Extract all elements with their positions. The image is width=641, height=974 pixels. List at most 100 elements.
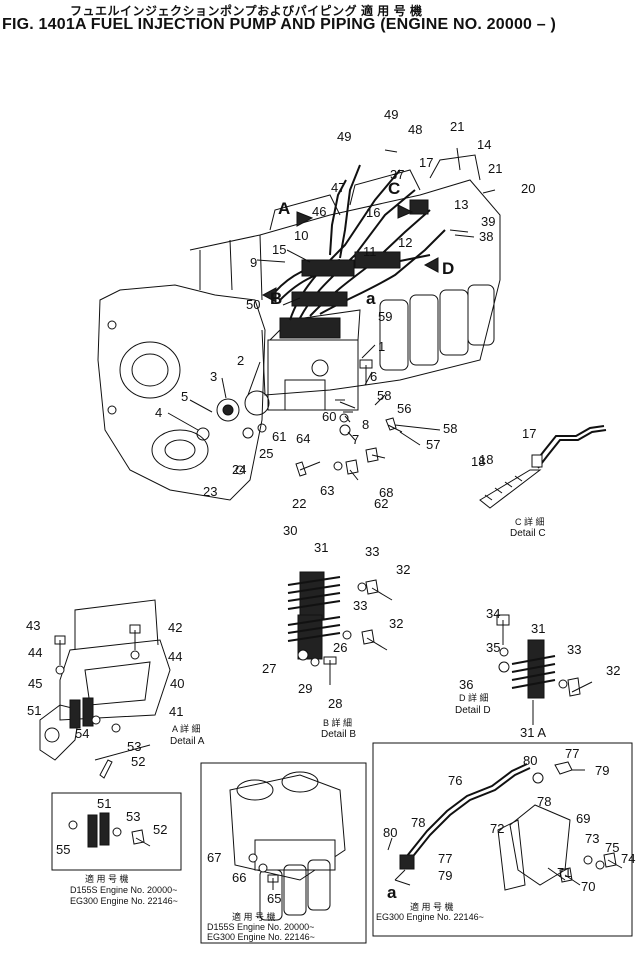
part-label: 51 [27,703,42,718]
part-label: 24 [232,462,247,477]
part-label: 15 [272,242,287,257]
part-label: 72 [490,821,505,836]
part-label: 70 [581,879,596,894]
part-label: 76 [448,773,463,788]
part-label: 57 [426,437,441,452]
detail-a-caption-jp: A 詳 細 [172,724,201,734]
part-label: 78 [537,794,552,809]
part-label: 30 [283,523,298,538]
part-label: 22 [292,496,307,511]
part-label: 9 [250,255,258,270]
box-right-illustration [387,761,623,891]
part-label: 65 [267,891,282,906]
part-label: 37 [390,167,405,182]
part-label: 31 A [520,725,547,740]
part-label: 46 [312,204,327,219]
part-label: 50 [246,297,261,312]
detail-c-illustration [479,425,607,509]
part-label: 14 [477,137,492,152]
part-label: 25 [259,446,274,461]
part-label: 33 [353,598,368,613]
part-label: 1 [378,339,386,354]
part-label: 44 [28,645,43,660]
box-left-frame [51,792,182,871]
part-label: 53 [127,739,142,754]
detail-d-illustration [496,614,593,725]
part-label: 71 [557,865,572,880]
part-label: 13 [454,197,469,212]
box-left-apply-jp: 適 用 号 機 [85,874,129,884]
part-label: 40 [170,676,185,691]
view-letter-d: D [442,259,455,278]
part-label: 21 [450,119,465,134]
part-label: 17 [522,426,537,441]
box-mid-serial-2: EG300 Engine No. 22146~ [207,932,315,942]
part-label: 52 [131,754,146,769]
view-letter-a-small: a [366,289,376,308]
part-label: 39 [481,214,496,229]
part-label: 73 [585,831,600,846]
part-label: 58 [443,421,458,436]
part-label: 59 [378,309,393,324]
part-label: 77 [565,746,580,761]
part-label: 32 [606,663,621,678]
box-left-illustration [68,812,151,848]
part-label: 12 [398,235,413,250]
part-label: 55 [56,842,71,857]
part-label: 49 [337,129,352,144]
detail-d-caption-jp: D 詳 細 [459,693,489,703]
box-mid-illustration [229,771,346,921]
part-label: 74 [621,851,636,866]
part-label: 27 [262,661,277,676]
part-label: 36 [459,677,474,692]
part-label: 49 [384,107,399,122]
part-label: 43 [26,618,41,633]
part-label: 33 [365,544,380,559]
part-label: 69 [576,811,591,826]
view-letter-a: A [278,199,291,218]
part-label: 58 [377,388,392,403]
part-label: 42 [168,620,183,635]
part-label: 10 [294,228,309,243]
part-label: 34 [486,606,501,621]
part-label: 33 [567,642,582,657]
part-label: 75 [605,840,620,855]
figure-title: FIG. 1401A FUEL INJECTION PUMP AND PIPIN… [2,16,557,33]
part-label: 2 [237,353,245,368]
part-label: 47 [331,180,346,195]
part-label: 38 [479,229,494,244]
part-label: 52 [153,822,168,837]
part-label: 68 [379,485,394,500]
box-right-serial-1: EG300 Engine No. 22146~ [376,912,484,922]
part-label: 26 [333,640,348,655]
part-label: 8 [362,417,370,432]
part-label: 54 [75,726,90,741]
part-label: 48 [408,122,423,137]
part-label: 78 [411,815,426,830]
part-label: 3 [210,369,218,384]
part-label: 44 [168,649,183,664]
detail-d-caption: Detail D [455,705,491,716]
part-label: 20 [521,181,536,196]
part-label: 41 [169,704,184,719]
part-label: 56 [397,401,412,416]
part-label: 31 [531,621,546,636]
part-label: 16 [366,205,381,220]
part-label: 32 [396,562,411,577]
part-label: 80 [383,825,398,840]
detail-a-caption: Detail A [170,736,205,747]
detail-c-caption: Detail C [510,528,546,539]
part-label: 62 [374,496,389,511]
part-label: 79 [595,763,610,778]
part-label: 6 [370,369,378,384]
part-label: 21 [488,161,503,176]
part-label: 77 [438,851,453,866]
part-label: 63 [320,483,335,498]
view-letter-b: B [270,289,283,308]
box-left-serial-1: D155S Engine No. 20000~ [70,885,178,895]
part-label: 60 [322,409,337,424]
box-mid-frame [200,762,367,944]
box-right-frame [372,742,633,937]
part-label: 35 [486,640,501,655]
